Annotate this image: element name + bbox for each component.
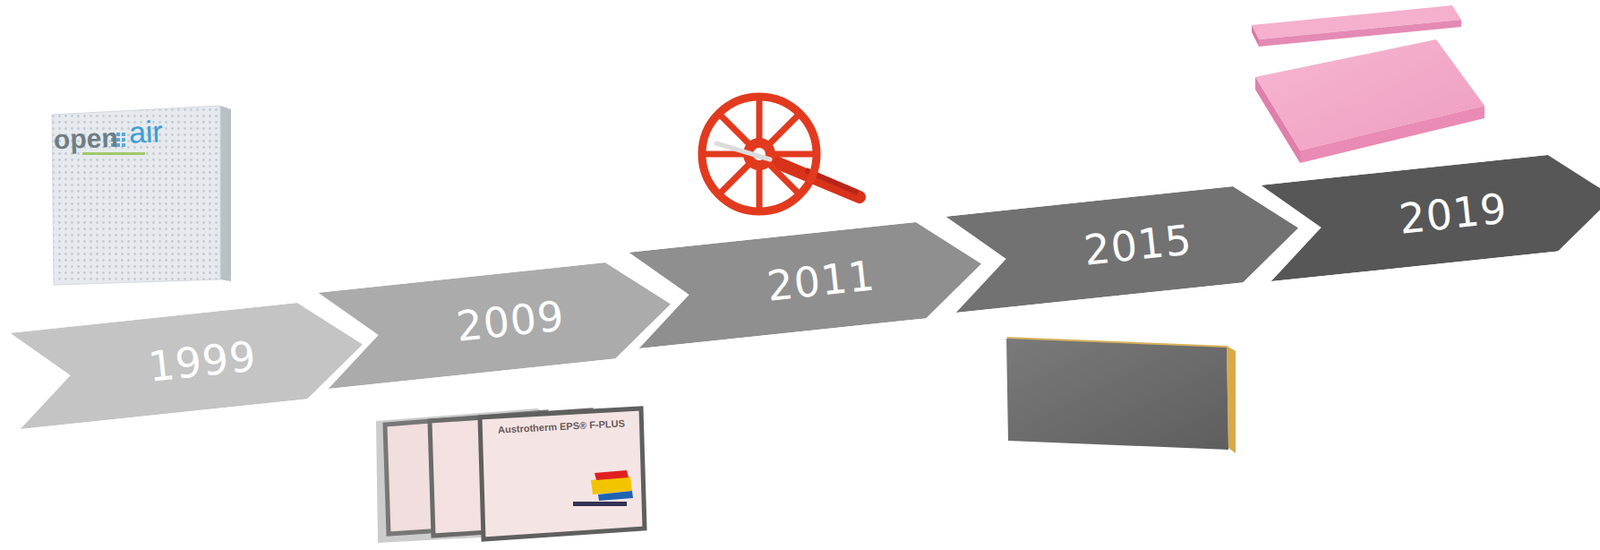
year-label: 2015 (1081, 214, 1195, 274)
year-wrap: 2009 (317, 256, 676, 389)
product-text: air (128, 113, 163, 150)
grey-board (1006, 336, 1236, 454)
chevron-fill (317, 256, 676, 389)
timeline-chevron: 2011 (628, 215, 986, 349)
chevron-fill (9, 296, 368, 429)
timeline-chevron: 2009 (317, 256, 676, 389)
year-wrap: 2015 (945, 179, 1303, 313)
timeline-chevron: 2019 (1260, 148, 1600, 282)
eps-boards (376, 408, 645, 543)
product-text: open (52, 122, 119, 155)
timeline-chevron: 2015 (945, 179, 1303, 313)
xps-boards (1251, 5, 1485, 163)
openair-board (51, 105, 232, 285)
chevron-fill (1260, 148, 1600, 282)
year-label: 1999 (145, 331, 259, 391)
year-wrap: 2011 (628, 215, 986, 349)
year-wrap: 2019 (1260, 148, 1600, 282)
year-label: 2009 (453, 290, 567, 351)
year-wrap: 1999 (9, 296, 368, 429)
year-label: 2019 (1396, 183, 1510, 243)
chevron-fill (945, 179, 1303, 313)
year-label: 2011 (764, 250, 878, 310)
insulation-anchor (701, 96, 860, 212)
timeline-chevron: 1999 (9, 296, 368, 429)
chevron-fill (628, 215, 986, 349)
